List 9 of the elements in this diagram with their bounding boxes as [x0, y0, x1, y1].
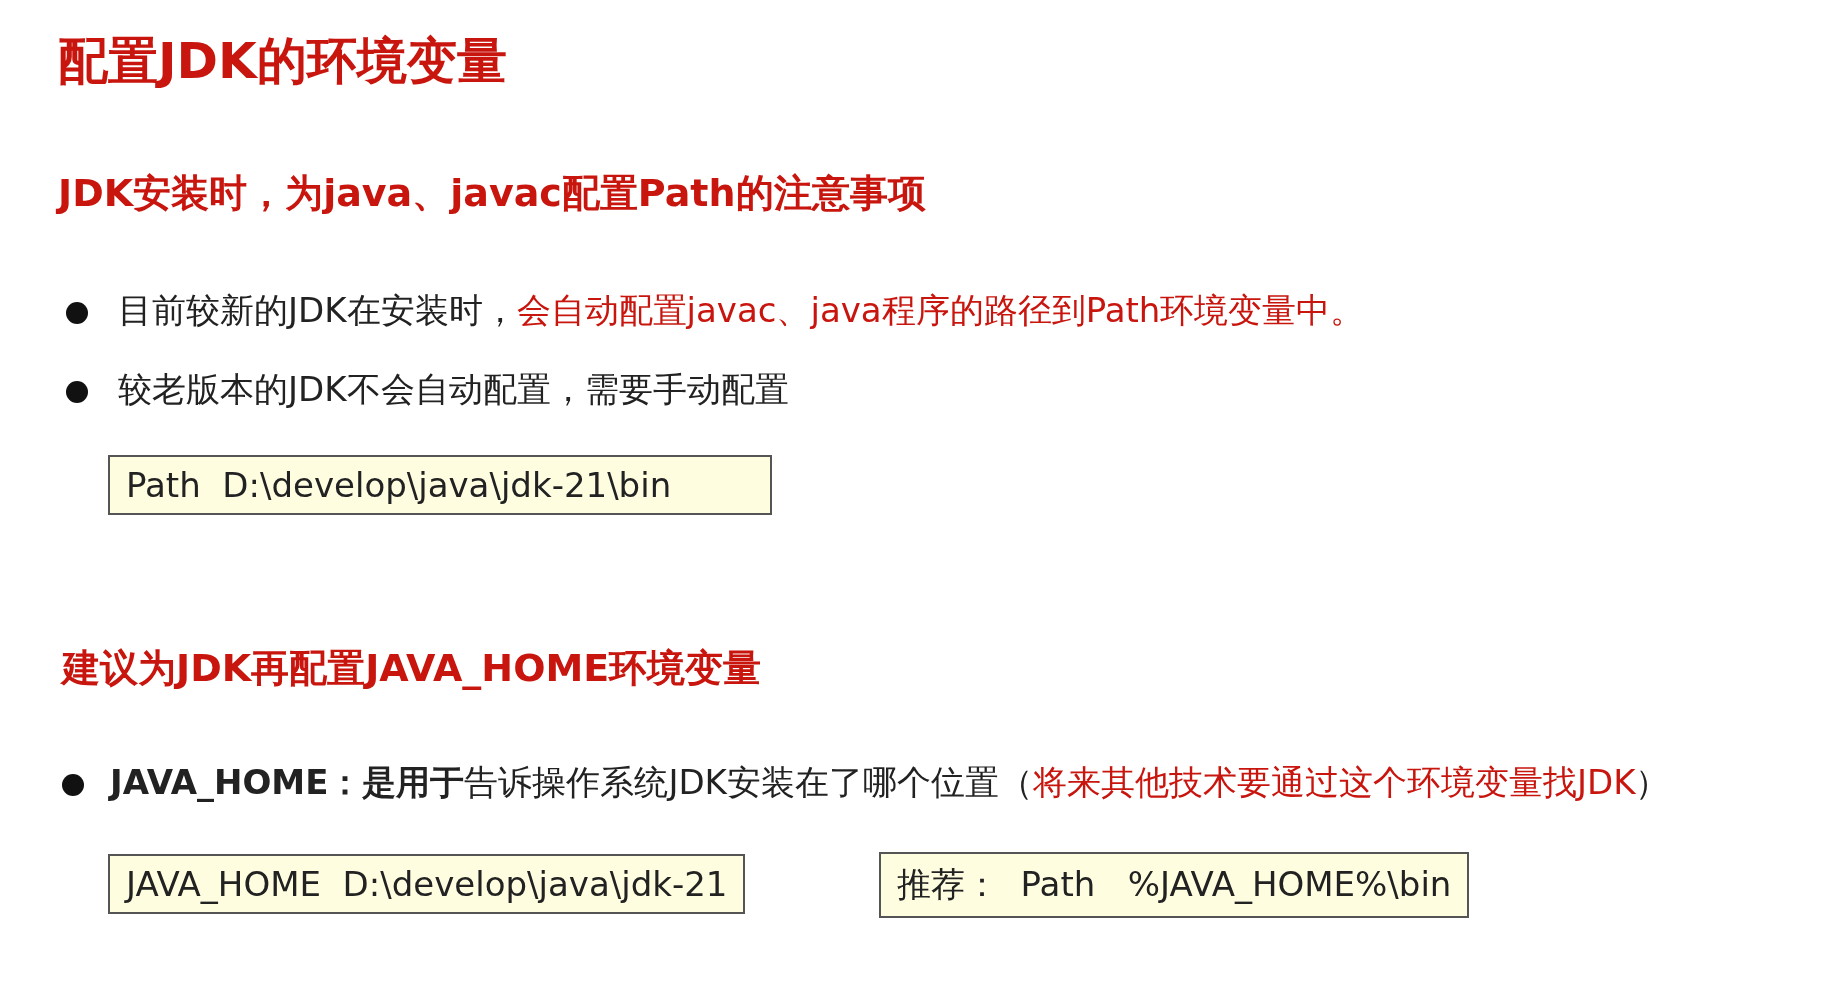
section-heading: JDK安装时，为java、javac配置Path的注意事项	[58, 170, 926, 217]
code-box: 推荐： Path %JAVA_HOME%\bin	[879, 852, 1470, 918]
bullet-text: 目前较新的JDK在安装时，会自动配置javac、java程序的路径到Path环境变量中。	[118, 289, 1365, 332]
code-box: JAVA_HOME D:\develop\java\jdk-21	[108, 854, 746, 914]
section-heading: 建议为JDK再配置JAVA_HOME环境变量	[62, 645, 762, 692]
code-box: Path D:\develop\java\jdk-21\bin	[108, 455, 772, 515]
bullet-text: JAVA_HOME：是用于告诉操作系统JDK安装在了哪个位置（将来其他技术要通过这个环境变量找JDK）	[110, 761, 1670, 804]
slide-title: 配置JDK的环境变量	[58, 31, 507, 92]
bullet-text: 较老版本的JDK不会自动配置，需要手动配置	[118, 368, 789, 411]
